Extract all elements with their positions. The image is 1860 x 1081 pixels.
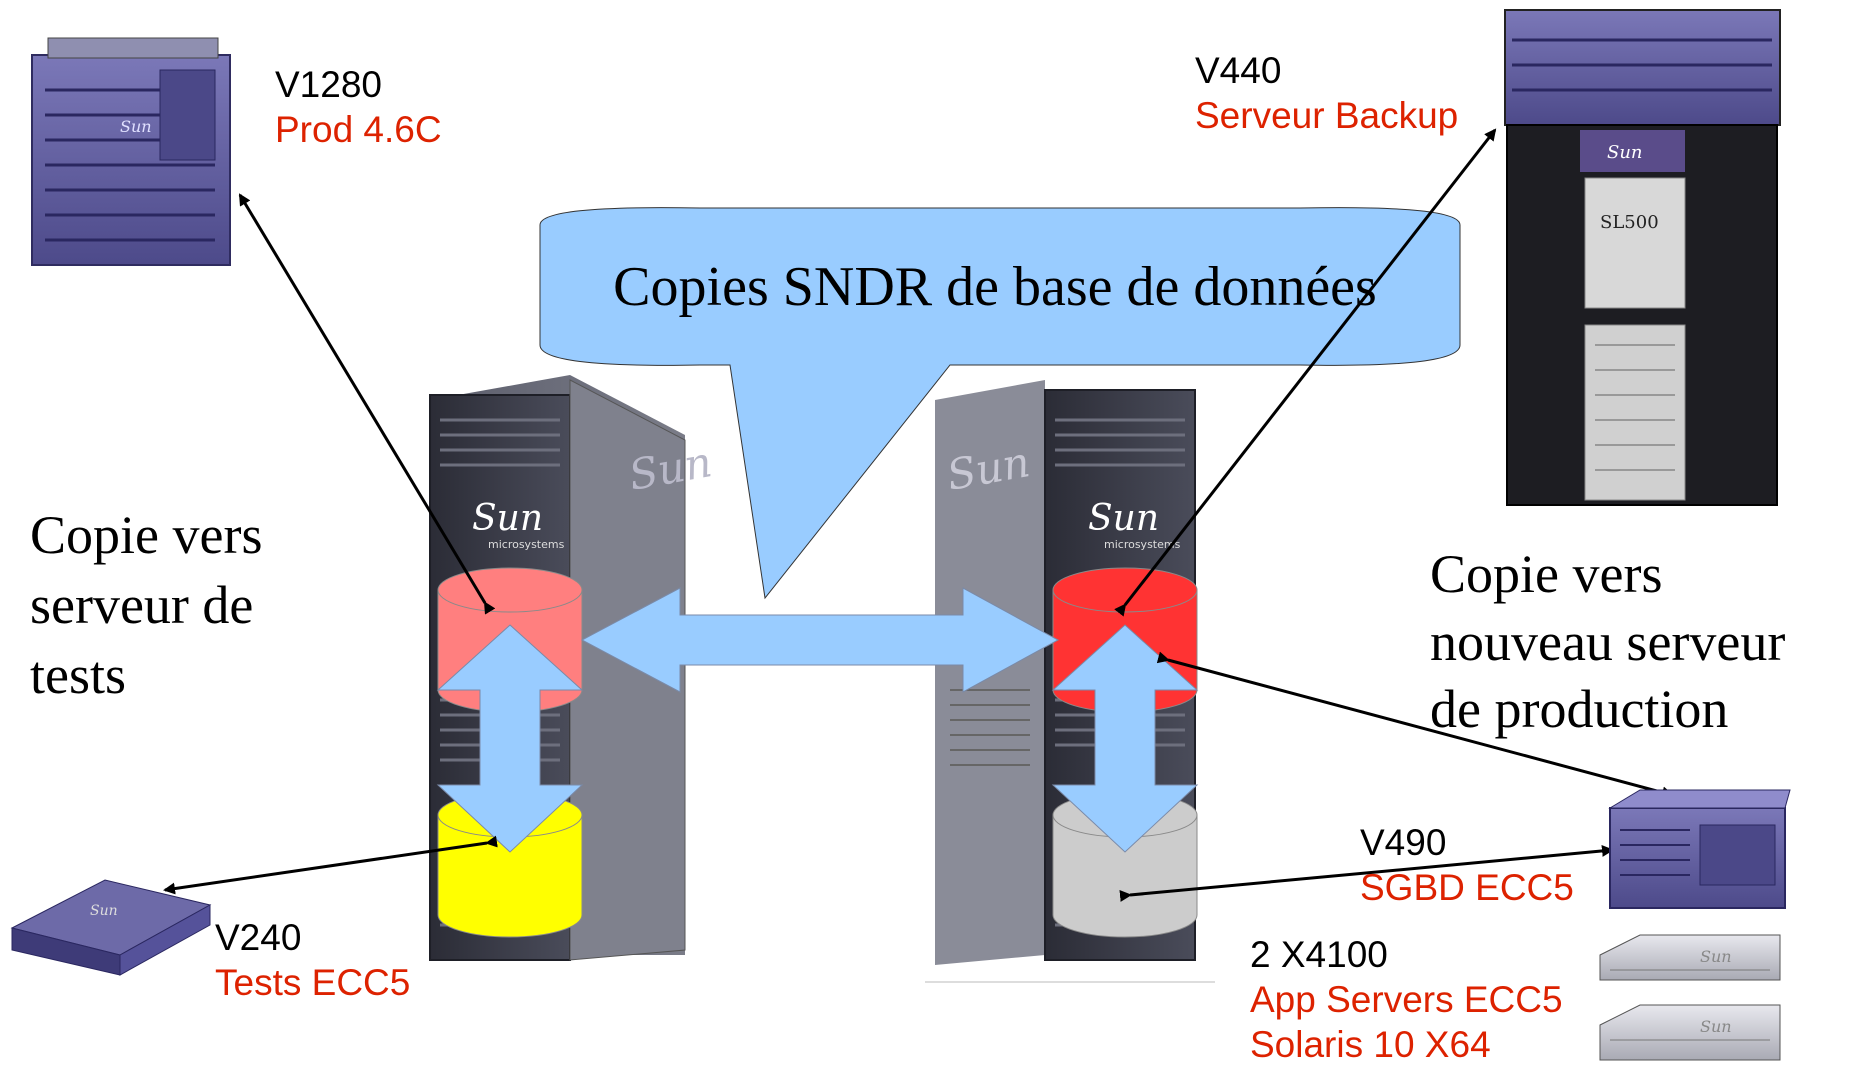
- link-v240-disk: [163, 835, 498, 895]
- svg-text:Sun: Sun: [1700, 1017, 1732, 1036]
- x4100-server-icon: Sun Sun: [1599, 934, 1781, 1061]
- v240-server-icon: Sun: [10, 879, 212, 976]
- v440-model: V440: [1195, 50, 1281, 91]
- left-note-line3: tests: [30, 645, 126, 705]
- svg-text:Sun: Sun: [90, 903, 118, 919]
- v1280-model: V1280: [275, 64, 382, 105]
- x4100-model: 2 X4100: [1250, 934, 1388, 975]
- v490-server-icon: [1608, 789, 1791, 909]
- svg-text:Sun: Sun: [1607, 142, 1643, 163]
- v240-model: V240: [215, 917, 301, 958]
- sun-logo-right: Sun: [1088, 498, 1159, 539]
- callout-text: Copies SNDR de base de données: [613, 256, 1377, 318]
- v490-role: SGBD ECC5: [1360, 867, 1574, 908]
- tape-library-icon: Sun SL500: [1504, 9, 1781, 506]
- v440-role: Serveur Backup: [1195, 95, 1458, 136]
- x4100-role: App Servers ECC5: [1250, 979, 1563, 1020]
- right-note-line1: Copie vers: [1430, 544, 1662, 604]
- v490-model: V490: [1360, 822, 1446, 863]
- link-v490-redisk: [1156, 651, 1674, 799]
- svg-text:Sun: Sun: [120, 117, 152, 136]
- sl500-label: SL500: [1600, 212, 1659, 233]
- v1280-server-icon: Sun: [31, 37, 231, 266]
- right-note-line3: de production: [1430, 679, 1728, 739]
- sndr-replication-arrow: [580, 587, 1060, 693]
- link-v440-disk: [1114, 128, 1497, 617]
- sun-logo-left: Sun: [472, 498, 543, 539]
- right-note-line2: nouveau serveur: [1430, 612, 1785, 672]
- svg-text:microsystems: microsystems: [488, 538, 565, 551]
- left-note-line2: serveur de: [30, 575, 253, 635]
- svg-text:Sun: Sun: [1700, 947, 1732, 966]
- x4100-os: Solaris 10 X64: [1250, 1024, 1491, 1065]
- left-note-line1: Copie vers: [30, 505, 262, 565]
- link-v490-greydisk: [1119, 844, 1614, 902]
- local-copy-arrow-left: [436, 624, 584, 853]
- link-v1280-disk: [238, 193, 496, 615]
- v240-role: Tests ECC5: [215, 962, 410, 1003]
- v1280-role: Prod 4.6C: [275, 109, 442, 150]
